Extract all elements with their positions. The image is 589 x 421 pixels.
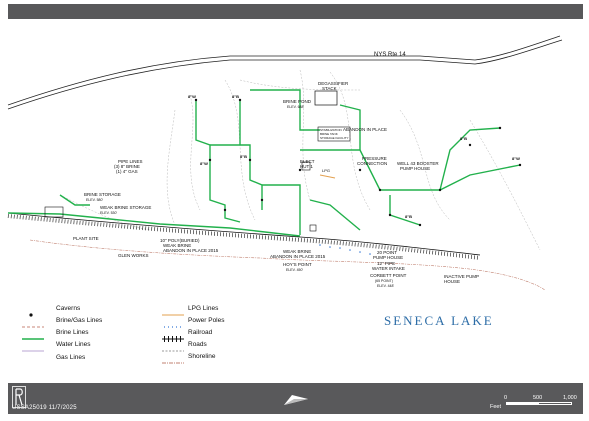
svg-text:BRINE POND: BRINE POND (283, 99, 312, 104)
svg-text:LPG: LPG (322, 168, 330, 173)
railroad-symbol (162, 330, 184, 342)
shoreline (29, 239, 546, 291)
svg-text:CORBETT POINT: CORBETT POINT (370, 273, 407, 278)
svg-text:DEGASSIFIER: DEGASSIFIER (318, 81, 349, 86)
svg-text:STABILIZATION: STABILIZATION (320, 128, 342, 132)
legend-brine-lines: Brine Lines (56, 329, 89, 336)
brine-gas-line-symbol (22, 318, 44, 328)
header-bar (8, 4, 583, 19)
railroad (7, 212, 481, 260)
power-poles (319, 244, 371, 255)
svg-text:ELEV. 530': ELEV. 530' (100, 211, 117, 215)
svg-text:WEAK BRINE: WEAK BRINE (283, 249, 311, 254)
legend-gas-lines: Gas Lines (56, 354, 86, 361)
svg-text:ELEV. 448': ELEV. 448' (377, 284, 394, 288)
road-symbol (162, 342, 184, 352)
svg-text:BRINE TANK: BRINE TANK (320, 132, 338, 136)
power-pole-symbol (162, 318, 184, 328)
svg-text:WEAK BRINE STORAGE: WEAK BRINE STORAGE (100, 205, 151, 210)
svg-text:GLEN WORKS: GLEN WORKS (118, 253, 149, 258)
scale-tick-500: 500 (533, 395, 543, 401)
road-label: NYS Rte 14 (374, 52, 406, 58)
svg-text:10" POLY(BURIED): 10" POLY(BURIED) (160, 238, 200, 243)
route-14-road (7, 35, 563, 110)
brine-line-symbol (22, 330, 44, 340)
svg-text:8"W: 8"W (200, 161, 208, 166)
svg-text:PUMP HOUSE: PUMP HOUSE (373, 255, 403, 260)
svg-text:PRESSURE: PRESSURE (362, 156, 387, 161)
north-arrow-icon (284, 395, 308, 405)
legend-caverns: Caverns (56, 305, 81, 312)
svg-text:8"W: 8"W (512, 156, 520, 161)
document-id: USSA25019 11/7/2025 (12, 405, 77, 411)
water-line-symbol (22, 342, 44, 352)
svg-text:WELL 43 BOOSTER: WELL 43 BOOSTER (397, 161, 439, 166)
svg-text:8"B: 8"B (232, 94, 239, 99)
site-map: NYS Rte 14 LPG (7, 35, 563, 291)
svg-text:20 POINT: 20 POINT (377, 250, 397, 255)
legend-roads: Roads (188, 341, 207, 348)
svg-text:WEAK BRINE: WEAK BRINE (163, 243, 191, 248)
svg-text:BRINE STORAGE: BRINE STORAGE (84, 192, 121, 197)
svg-text:ABANDON IN PLACE: ABANDON IN PLACE (343, 127, 387, 132)
plant-site-bldg (44, 206, 64, 218)
legend-water-lines: Water Lines (56, 341, 91, 348)
caverns (194, 98, 522, 227)
storage-facility (317, 126, 351, 142)
svg-text:INACTIVE PUMP: INACTIVE PUMP (444, 274, 479, 279)
svg-text:PIPE LINES: PIPE LINES (118, 159, 143, 164)
brine-lines (7, 89, 521, 237)
shoreline-symbol (162, 354, 184, 364)
elect-hut (301, 161, 311, 171)
svg-text:8"B: 8"B (240, 154, 247, 159)
svg-text:ABANDON IN PLACE 2015: ABANDON IN PLACE 2015 (163, 248, 219, 253)
brine-pond (314, 90, 338, 106)
scale-tick-0: 0 (504, 395, 508, 401)
svg-text:ELEV. 450': ELEV. 450' (286, 268, 303, 272)
svg-text:(3) 8" BRINE: (3) 8" BRINE (114, 164, 140, 169)
svg-text:ELEV. 688': ELEV. 688' (287, 105, 304, 109)
svg-text:8"W: 8"W (188, 94, 196, 99)
company-logo (12, 386, 26, 408)
legend-railroad: Railroad (188, 329, 213, 336)
legend-lpg-lines: LPG Lines (188, 305, 219, 312)
svg-text:12" PIPE: 12" PIPE (377, 261, 395, 266)
svg-text:HOY'S POINT: HOY'S POINT (283, 262, 312, 267)
svg-text:HUT 1: HUT 1 (300, 164, 313, 169)
svg-text:STORAGE FACILITY: STORAGE FACILITY (320, 136, 348, 140)
svg-text:ELEV. 580': ELEV. 580' (86, 198, 103, 202)
lake-label: SENECA LAKE (384, 313, 494, 328)
scale-unit: Feet (490, 404, 502, 410)
svg-text:ELECT: ELECT (300, 159, 315, 164)
svg-text:(1) 4" GAS: (1) 4" GAS (116, 169, 138, 174)
svg-text:STACK: STACK (322, 86, 337, 91)
svg-text:ABANDON IN PLACE 2015: ABANDON IN PLACE 2015 (270, 254, 326, 259)
pump-house (309, 224, 317, 232)
scale-tick-1000: 1,000 (563, 395, 577, 401)
lpg-line-symbol (162, 306, 184, 316)
svg-text:HOUSE: HOUSE (444, 279, 460, 284)
cavern-symbol (26, 306, 44, 317)
svg-text:CONNECTION: CONNECTION (357, 161, 387, 166)
legend-power-poles: Power Poles (188, 317, 225, 324)
svg-text:WATER INTAKE: WATER INTAKE (372, 266, 405, 271)
lpg-line (319, 174, 336, 179)
svg-text:(65 POINT): (65 POINT) (375, 279, 393, 283)
svg-text:PUMP HOUSE: PUMP HOUSE (400, 166, 430, 171)
svg-text:8"B: 8"B (405, 214, 412, 219)
scale-bar (506, 402, 572, 405)
legend-brine-gas-lines: Brine/Gas Lines (56, 317, 103, 324)
svg-text:PLANT SITE: PLANT SITE (73, 236, 99, 241)
legend-shoreline: Shoreline (188, 353, 216, 360)
svg-text:8"B: 8"B (460, 136, 467, 141)
